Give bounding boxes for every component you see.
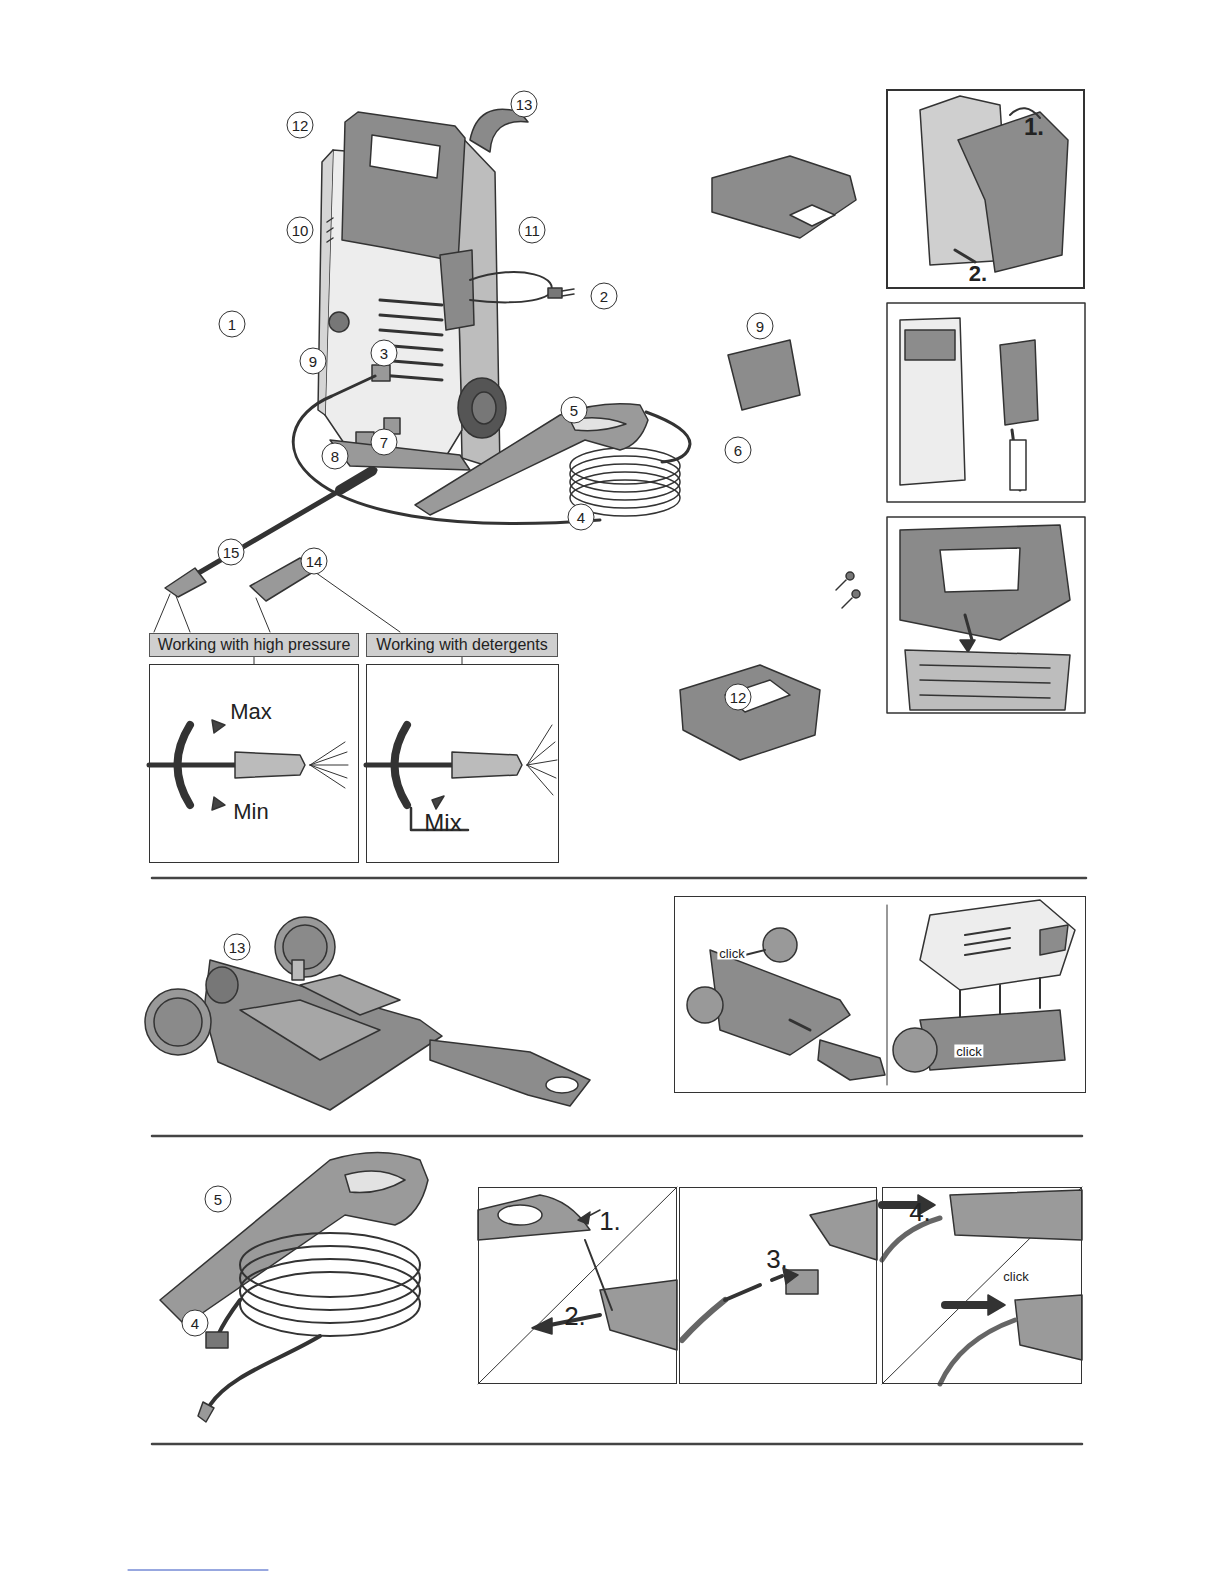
leader-connector [462,657,463,664]
callout-number: 14 [301,548,328,575]
callout-number: 5 [205,1186,232,1213]
panel-text: 3. [766,1246,788,1272]
callout-number: 5 [561,397,588,424]
callout-number: 13 [224,934,251,961]
mode-label: Working with detergents [376,637,547,653]
callout-number: 12 [725,684,752,711]
inset-panel: click click [674,896,1086,1093]
callout-number: 10 [287,217,314,244]
label-box: Working with high pressure [149,633,359,657]
panel-text: Max [230,701,272,723]
callout-number: 4 [568,504,595,531]
callout-number: 13 [511,91,538,118]
panel-text: click [1001,1270,1030,1283]
inset-panel: 1. 2. [886,89,1085,289]
callout-number: 4 [182,1310,209,1337]
callout-number: 2 [591,283,618,310]
callout-number: 7 [371,429,398,456]
step-panel: 3. [679,1187,877,1384]
step-panel: 1. 2. [478,1187,677,1384]
label-box: Working with detergents [366,633,558,657]
step-panel: 4. click [882,1187,1082,1384]
panel-text: 1. [1024,115,1044,139]
mode-label: Working with high pressure [158,637,351,653]
callout-number: 9 [300,348,327,375]
callout-number: 9 [747,313,774,340]
panel-text: Min [233,801,268,823]
callout-number: 8 [322,443,349,470]
detail-panel: MaxMin [149,664,359,863]
panel-text: click [717,947,746,960]
panel-text: 4. [909,1199,931,1225]
leader-connector [254,657,255,664]
callout-number: 1 [219,311,246,338]
callout-number: 3 [371,340,398,367]
panel-text: Mix [424,811,461,835]
callout-number: 11 [519,217,546,244]
panel-text: click [954,1045,983,1058]
panel-text: 2. [564,1303,586,1329]
callout-number: 15 [218,539,245,566]
callout-number: 12 [287,112,314,139]
panel-text: 1. [599,1208,621,1234]
callout-number: 6 [725,437,752,464]
detail-panel: Mix [366,664,559,863]
panel-text: 2. [969,263,987,285]
